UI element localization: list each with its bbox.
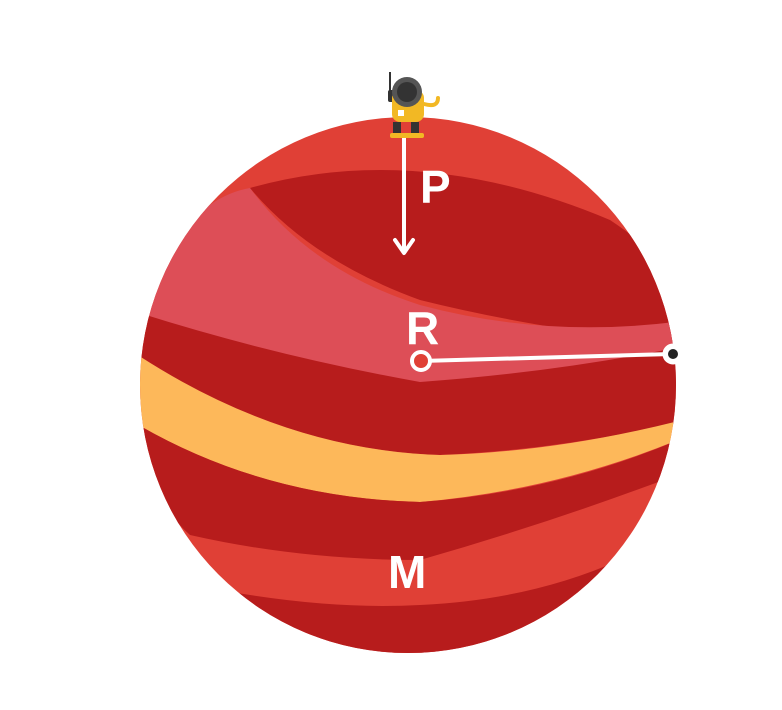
mass-label: M	[388, 546, 426, 598]
planet-band-dark-bottom	[170, 560, 640, 653]
pressure-label: P	[420, 161, 451, 213]
center-point-icon	[410, 350, 432, 372]
planet-band-dark-lower	[140, 420, 676, 560]
planet-band-yellow	[140, 350, 676, 502]
planet	[140, 117, 676, 653]
planet-band-dark-top	[250, 170, 676, 345]
astronaut-icon	[388, 72, 440, 138]
planet-band-dark-middle	[140, 310, 676, 455]
radius-line	[420, 352, 673, 363]
radius-label: R	[406, 302, 439, 354]
planet-band-pink	[140, 188, 676, 385]
down-arrow-icon	[393, 138, 415, 255]
surface-point-icon	[662, 343, 684, 365]
